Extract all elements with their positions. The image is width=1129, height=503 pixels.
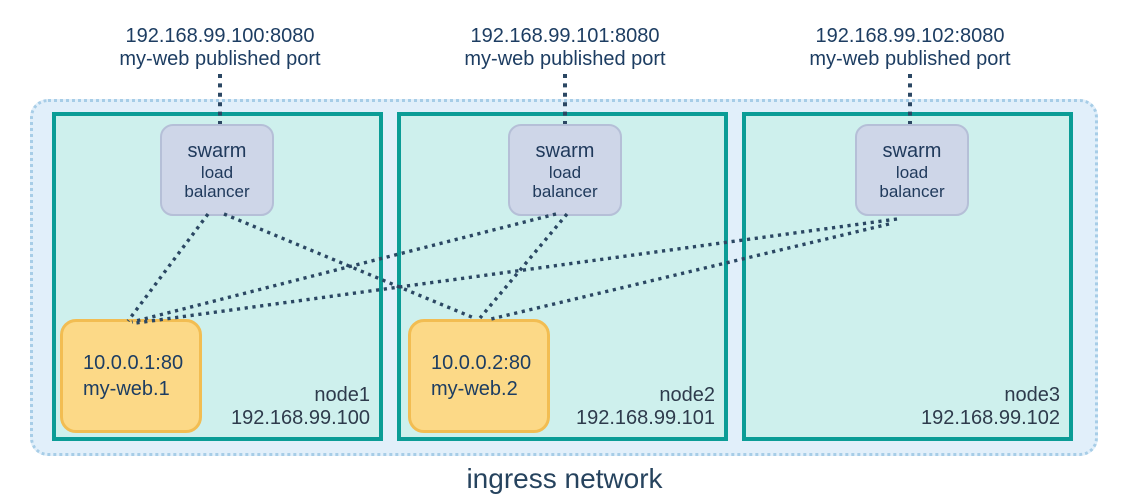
published-port-address: 192.168.99.100:8080 [125, 25, 315, 47]
task-address: 10.0.0.1:80 [83, 352, 184, 374]
lb-label: swarm [187, 139, 247, 162]
node-ip: 192.168.99.100 [230, 407, 370, 429]
node1-label: node1 192.168.99.100 [231, 384, 370, 430]
lb-label: load [548, 162, 582, 182]
lb-label: balancer [532, 181, 598, 201]
node-name: node1 [314, 384, 370, 406]
lb-label: balancer [879, 181, 945, 201]
published-port-label-3: 192.168.99.102:8080 my-web published por… [750, 25, 1070, 71]
lb-label: balancer [184, 181, 250, 201]
task-my-web-1: 10.0.0.1:80 my-web.1 [60, 319, 202, 433]
node3-label: node3 192.168.99.102 [921, 384, 1060, 430]
published-port-address: 192.168.99.102:8080 [815, 25, 1005, 47]
node-name: node2 [659, 384, 715, 406]
node-ip: 192.168.99.102 [920, 407, 1060, 429]
published-port-caption: my-web published port [464, 48, 666, 70]
node-ip: 192.168.99.101 [575, 407, 715, 429]
published-port-caption: my-web published port [119, 48, 321, 70]
swarm-load-balancer-node2: swarm load balancer [508, 124, 622, 216]
node-name: node3 [1004, 384, 1060, 406]
published-port-label-1: 192.168.99.100:8080 my-web published por… [60, 25, 380, 71]
lb-label: swarm [882, 139, 942, 162]
lb-label: swarm [535, 139, 595, 162]
node-node2: swarm load balancer 10.0.0.2:80 my-web.2… [397, 112, 728, 441]
ingress-network-caption: ingress network [466, 463, 663, 494]
published-port-label-2: 192.168.99.101:8080 my-web published por… [405, 25, 725, 71]
lb-label: load [895, 162, 929, 182]
published-port-caption: my-web published port [809, 48, 1011, 70]
published-port-address: 192.168.99.101:8080 [470, 25, 660, 47]
node2-label: node2 192.168.99.101 [576, 384, 715, 430]
node-node3: swarm load balancer node3 192.168.99.102 [742, 112, 1073, 441]
swarm-load-balancer-node1: swarm load balancer [160, 124, 274, 216]
task-my-web-2: 10.0.0.2:80 my-web.2 [408, 319, 550, 433]
task-name: my-web.2 [431, 378, 518, 400]
task-address: 10.0.0.2:80 [431, 352, 532, 374]
swarm-load-balancer-node3: swarm load balancer [855, 124, 969, 216]
task-name: my-web.1 [83, 378, 170, 400]
node-node1: swarm load balancer 10.0.0.1:80 my-web.1… [52, 112, 383, 441]
lb-label: load [200, 162, 234, 182]
